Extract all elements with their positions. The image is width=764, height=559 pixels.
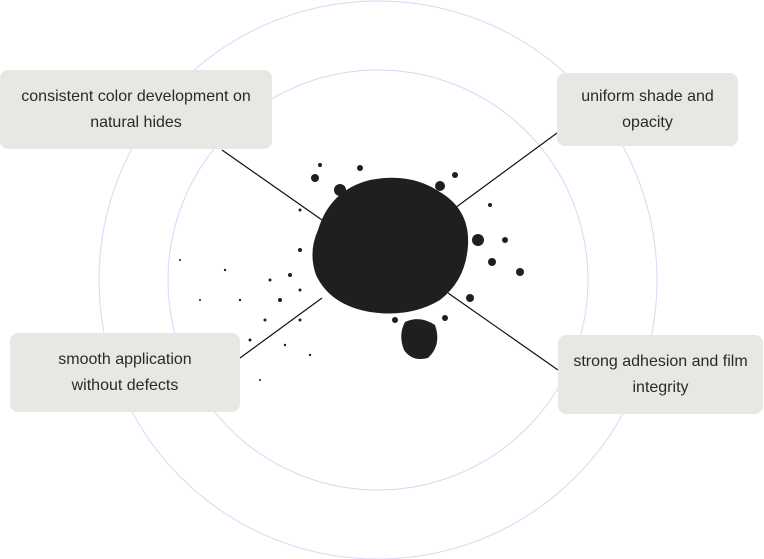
feature-label: strong adhesion and film integrity (573, 352, 748, 396)
feature-label: consistent color development on natural … (21, 87, 251, 131)
feature-label: uniform shade and opacity (581, 87, 714, 131)
connector-line-1 (221, 149, 323, 221)
inner-ring (167, 69, 589, 491)
connector-line-4 (447, 292, 559, 371)
feature-box-smooth-application: smooth application without defects (10, 333, 240, 412)
feature-box-adhesion: strong adhesion and film integrity (558, 335, 763, 414)
feature-box-color-development: consistent color development on natural … (0, 70, 272, 149)
feature-label: smooth application without defects (58, 350, 192, 394)
outer-ring (98, 0, 658, 559)
connector-line-3 (239, 297, 323, 359)
pigment-powder-image (179, 163, 524, 381)
feature-box-uniform-shade: uniform shade and opacity (557, 73, 738, 146)
connector-line-2 (454, 132, 558, 209)
